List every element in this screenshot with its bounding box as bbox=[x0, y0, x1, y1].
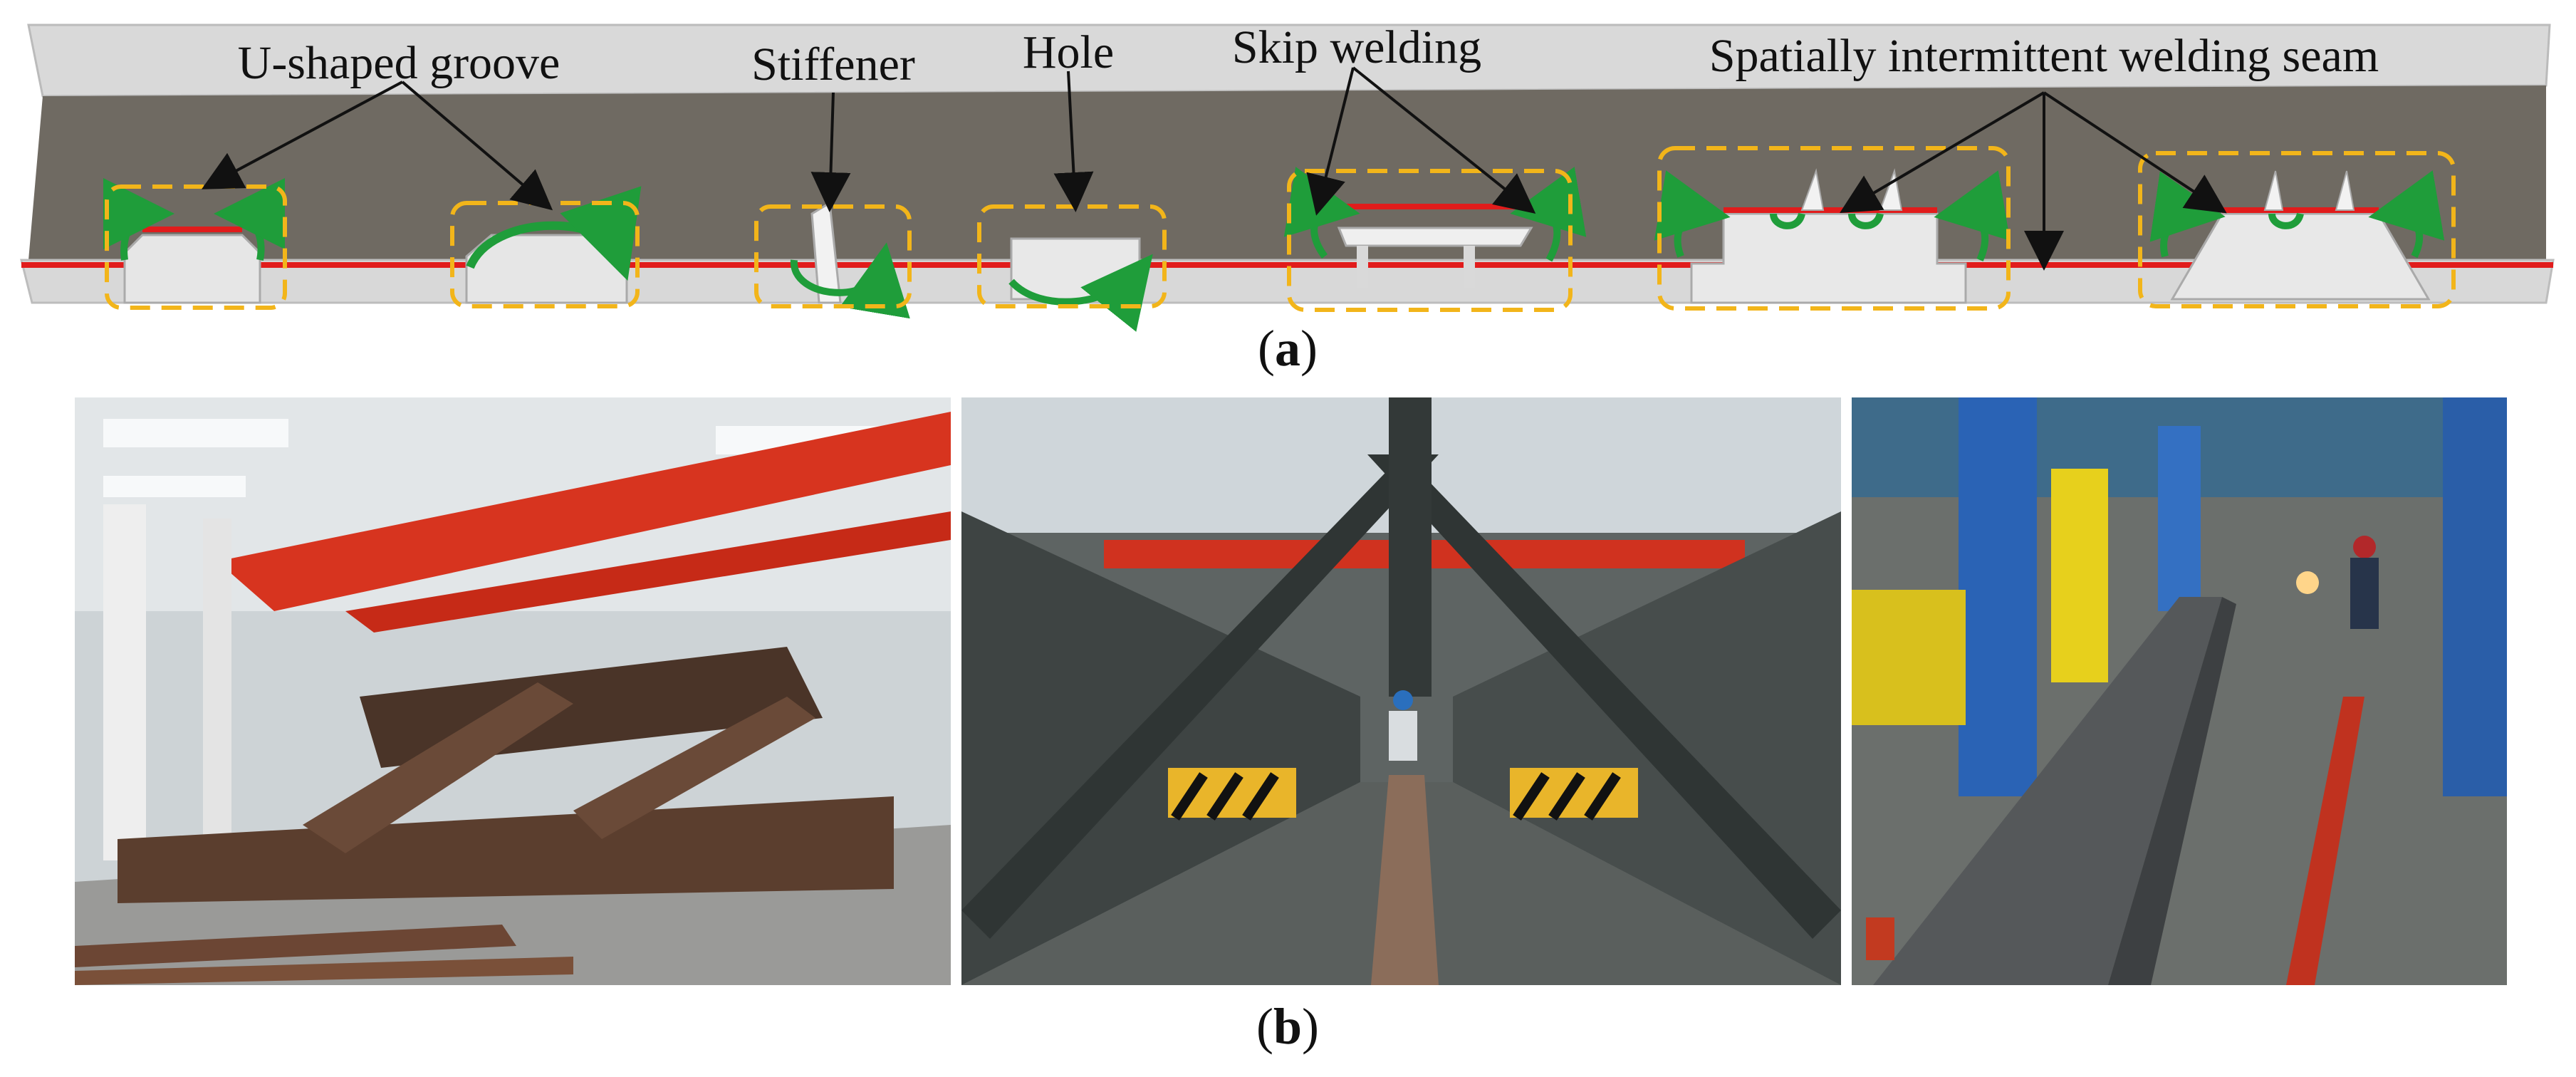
photo-welding-line bbox=[1852, 397, 2507, 985]
feature-intermittent-seam-2 bbox=[2138, 151, 2456, 308]
feature-intermittent-seam-1 bbox=[1654, 146, 2011, 311]
label-u-shaped-groove: U-shaped groove bbox=[238, 37, 560, 89]
feature-u-groove-1 bbox=[103, 178, 287, 310]
label-spatially-intermittent-welding-seam: Spatially intermittent welding seam bbox=[1709, 30, 2379, 82]
label-skip-welding: Skip welding bbox=[1232, 21, 1481, 73]
feature-skip-welding bbox=[1283, 167, 1587, 312]
label-hole: Hole bbox=[1023, 26, 1114, 78]
photo-large-steel-structure bbox=[75, 397, 951, 985]
schematic-diagram: U-shaped groove Stiffener Hole Skip weld… bbox=[20, 21, 2555, 332]
leader-arrows bbox=[201, 66, 2227, 271]
caption-a: (a) bbox=[1258, 320, 1318, 377]
photo-box-girder-interior bbox=[961, 397, 1841, 985]
feature-u-groove-2 bbox=[450, 186, 642, 308]
caption-b: (b) bbox=[1256, 998, 1319, 1055]
label-stiffener: Stiffener bbox=[751, 38, 915, 90]
